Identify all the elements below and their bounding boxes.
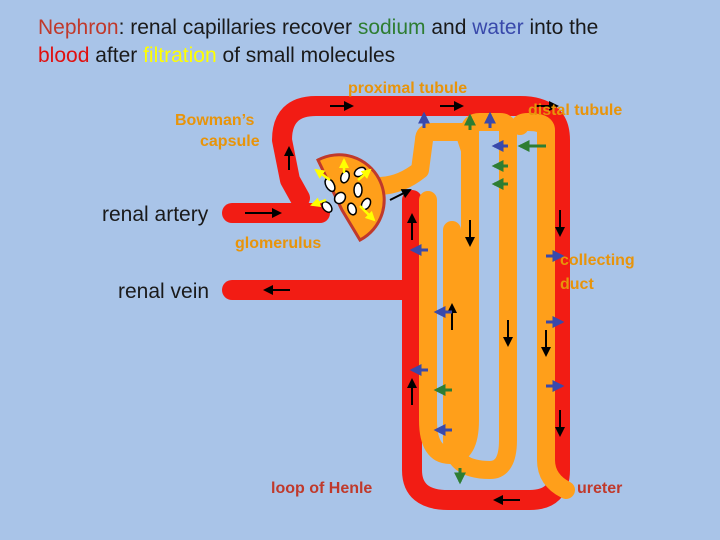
label-renal-vein: renal vein bbox=[118, 280, 210, 303]
label-glomerulus: glomerulus bbox=[235, 235, 322, 252]
title-text-5: of small molecules bbox=[216, 44, 396, 67]
title-text-3: into the bbox=[523, 16, 599, 39]
title-text-4: after bbox=[89, 44, 144, 67]
water-arrows bbox=[409, 111, 565, 436]
title-sodium: sodium bbox=[357, 16, 426, 39]
label-loop-of-henle: loop of Henle bbox=[271, 480, 373, 497]
title-blood: blood bbox=[38, 44, 90, 67]
label-bowmans-capsule-line1: Bowman’s bbox=[175, 112, 255, 129]
label-ureter: ureter bbox=[577, 480, 623, 497]
title-text-1: : renal capillaries recover bbox=[118, 16, 358, 39]
efferent-capillary-loop bbox=[272, 96, 570, 510]
sodium-arrows bbox=[433, 113, 546, 485]
title-water: water bbox=[472, 16, 524, 39]
title-nephron: Nephron bbox=[38, 16, 119, 39]
collecting-duct-tube bbox=[511, 113, 575, 499]
label-distal-tubule: distal tubule bbox=[528, 102, 623, 119]
diagram-title: Nephron: renal capillaries recover sodiu… bbox=[38, 14, 718, 70]
label-bowmans-capsule-line2: capsule bbox=[200, 133, 260, 150]
title-filtration: filtration bbox=[143, 44, 217, 67]
filtration-arrows bbox=[310, 158, 376, 222]
title-text-2: and bbox=[425, 16, 473, 39]
label-renal-artery: renal artery bbox=[102, 203, 209, 226]
flow-arrows bbox=[245, 101, 565, 505]
bowmans-capsule bbox=[316, 153, 386, 242]
label-collecting-duct-line1: collecting bbox=[560, 252, 635, 269]
label-collecting-duct-line2: duct bbox=[560, 276, 594, 293]
loop-of-henle-tube bbox=[443, 113, 517, 479]
label-proximal-tubule: proximal tubule bbox=[348, 80, 468, 97]
